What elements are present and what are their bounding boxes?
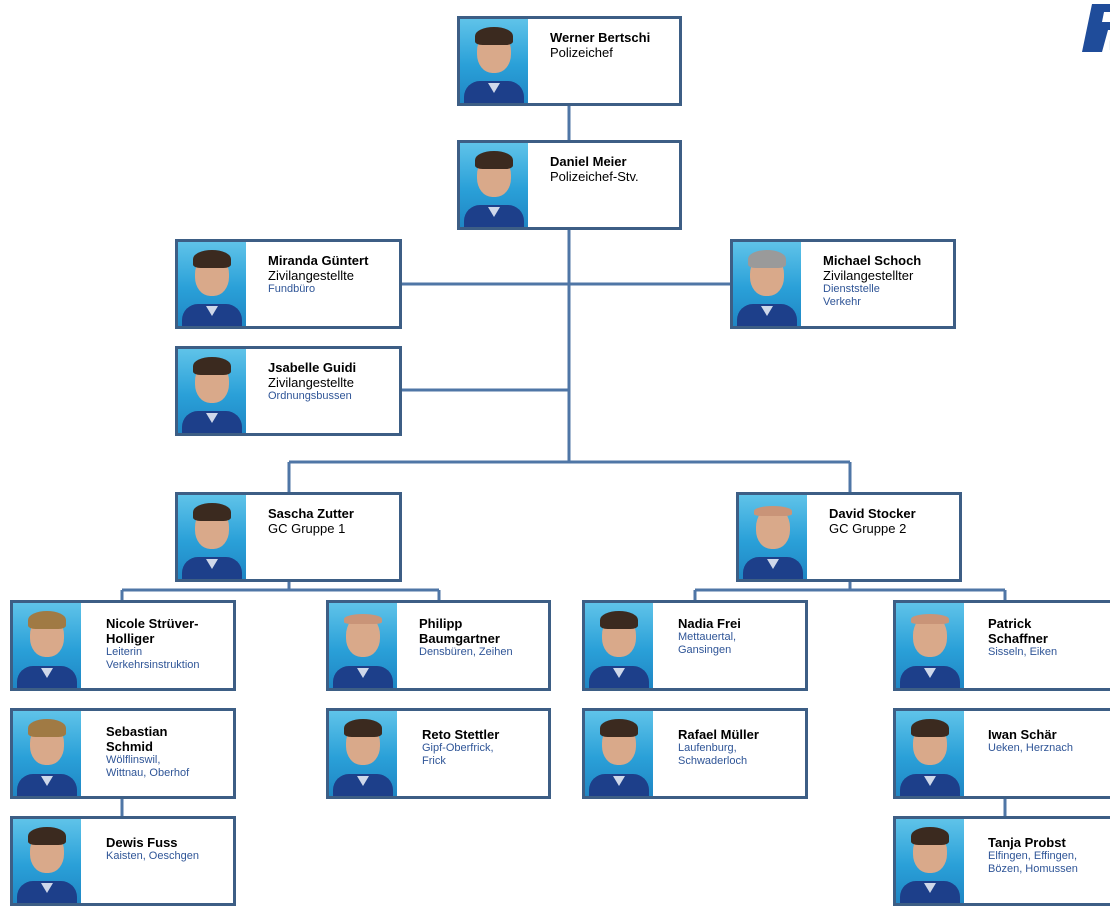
person-role: Polizeichef-Stv.: [550, 169, 639, 184]
person-location: Ueken, Herznach: [988, 742, 1073, 754]
person-name: Dewis Fuss: [106, 835, 178, 850]
person-role: Zivilangestellter: [823, 268, 914, 283]
person-name: Nadia Frei: [678, 616, 741, 631]
portrait-photo: [329, 603, 397, 688]
person-name: Iwan Schär: [988, 727, 1057, 742]
person-name: Philipp: [419, 616, 463, 631]
card-jsabelle-guidi: Jsabelle Guidi Zivilangestellte Ordnungs…: [175, 346, 402, 436]
person-role: Polizeichef: [550, 45, 613, 60]
person-location: Wittnau, Oberhof: [106, 767, 190, 779]
person-name: Sebastian: [106, 724, 168, 739]
card-david-stocker: David Stocker GC Gruppe 2: [736, 492, 962, 582]
card-reto-stettler: Reto Stettler Gipf-Oberfrick, Frick: [326, 708, 551, 799]
portrait-photo: [739, 495, 807, 579]
person-name: Holliger: [106, 631, 155, 646]
card-patrick-schaffner: Patrick Schaffner Sisseln, Eiken: [893, 600, 1110, 691]
portrait-photo: [460, 19, 528, 103]
portrait-photo: [733, 242, 801, 326]
person-location: Kaisten, Oeschgen: [106, 850, 199, 862]
portrait-photo: [585, 711, 653, 796]
person-location: Schwaderloch: [678, 755, 748, 767]
card-rafael-mueller: Rafael Müller Laufenburg, Schwaderloch: [582, 708, 808, 799]
person-location: Sisseln, Eiken: [988, 646, 1058, 658]
person-name: Sascha Zutter: [268, 506, 354, 521]
person-role: Zivilangestellte: [268, 268, 354, 283]
person-name: Jsabelle Guidi: [268, 360, 357, 375]
person-name: Rafael Müller: [678, 727, 759, 742]
person-name: Miranda Güntert: [268, 253, 369, 268]
person-location: Wölflinswil,: [106, 754, 161, 766]
portrait-photo: [896, 819, 964, 903]
person-department: Fundbüro: [268, 283, 316, 295]
portrait-photo: [13, 819, 81, 903]
card-nadia-frei: Nadia Frei Mettauertal, Gansingen: [582, 600, 808, 691]
portrait-photo: [178, 242, 246, 326]
person-department: Leiterin: [106, 646, 143, 658]
person-department: Verkehr: [823, 296, 861, 308]
portrait-photo: [13, 603, 81, 688]
person-location: Elfingen, Effingen,: [988, 850, 1078, 862]
portrait-photo: [178, 495, 246, 579]
card-michael-schoch: Michael Schoch Zivilangestellter Diensts…: [730, 239, 956, 329]
person-name: Patrick: [988, 616, 1032, 631]
person-name: Daniel Meier: [550, 154, 627, 169]
person-location: Frick: [422, 755, 446, 767]
police-logo-icon: F: [1082, 4, 1110, 52]
portrait-photo: [178, 349, 246, 433]
person-role: Zivilangestellte: [268, 375, 354, 390]
card-sascha-zutter: Sascha Zutter GC Gruppe 1: [175, 492, 402, 582]
portrait-photo: [13, 711, 81, 796]
person-name: Schmid: [106, 739, 153, 754]
card-philipp-baumgartner: Philipp Baumgartner Densbüren, Zeihen: [326, 600, 551, 691]
card-werner-bertschi: Werner Bertschi Polizeichef: [457, 16, 682, 106]
person-location: Mettauertal,: [678, 631, 737, 643]
person-name: Baumgartner: [419, 631, 500, 646]
person-name: Michael Schoch: [823, 253, 922, 268]
person-location: Bözen, Homussen: [988, 863, 1078, 875]
card-dewis-fuss: Dewis Fuss Kaisten, Oeschgen: [10, 816, 236, 906]
card-daniel-meier: Daniel Meier Polizeichef-Stv.: [457, 140, 682, 230]
person-name: Reto Stettler: [422, 727, 500, 742]
person-department: Dienststelle: [823, 283, 880, 295]
person-name: Tanja Probst: [988, 835, 1066, 850]
person-location: Gansingen: [678, 644, 732, 656]
person-name: Schaffner: [988, 631, 1048, 646]
card-sebastian-schmid: Sebastian Schmid Wölflinswil, Wittnau, O…: [10, 708, 236, 799]
person-location: Laufenburg,: [678, 742, 737, 754]
portrait-photo: [329, 711, 397, 796]
person-department: Verkehrsinstruktion: [106, 659, 200, 671]
person-department: Ordnungsbussen: [268, 390, 352, 402]
card-tanja-probst: Tanja Probst Elfingen, Effingen, Bözen, …: [893, 816, 1110, 906]
portrait-photo: [460, 143, 528, 227]
portrait-photo: [896, 711, 964, 796]
person-name: Nicole Strüver-: [106, 616, 199, 631]
portrait-photo: [896, 603, 964, 688]
person-name: David Stocker: [829, 506, 916, 521]
card-nicole-struever-holliger: Nicole Strüver- Holliger Leiterin Verkeh…: [10, 600, 236, 691]
person-role: GC Gruppe 2: [829, 521, 907, 536]
person-location: Densbüren, Zeihen: [419, 646, 513, 658]
portrait-photo: [585, 603, 653, 688]
card-iwan-schaer: Iwan Schär Ueken, Herznach: [893, 708, 1110, 799]
person-role: GC Gruppe 1: [268, 521, 346, 536]
person-name: Werner Bertschi: [550, 30, 651, 45]
person-location: Gipf-Oberfrick,: [422, 742, 494, 754]
card-miranda-guentert: Miranda Güntert Zivilangestellte Fundbür…: [175, 239, 402, 329]
